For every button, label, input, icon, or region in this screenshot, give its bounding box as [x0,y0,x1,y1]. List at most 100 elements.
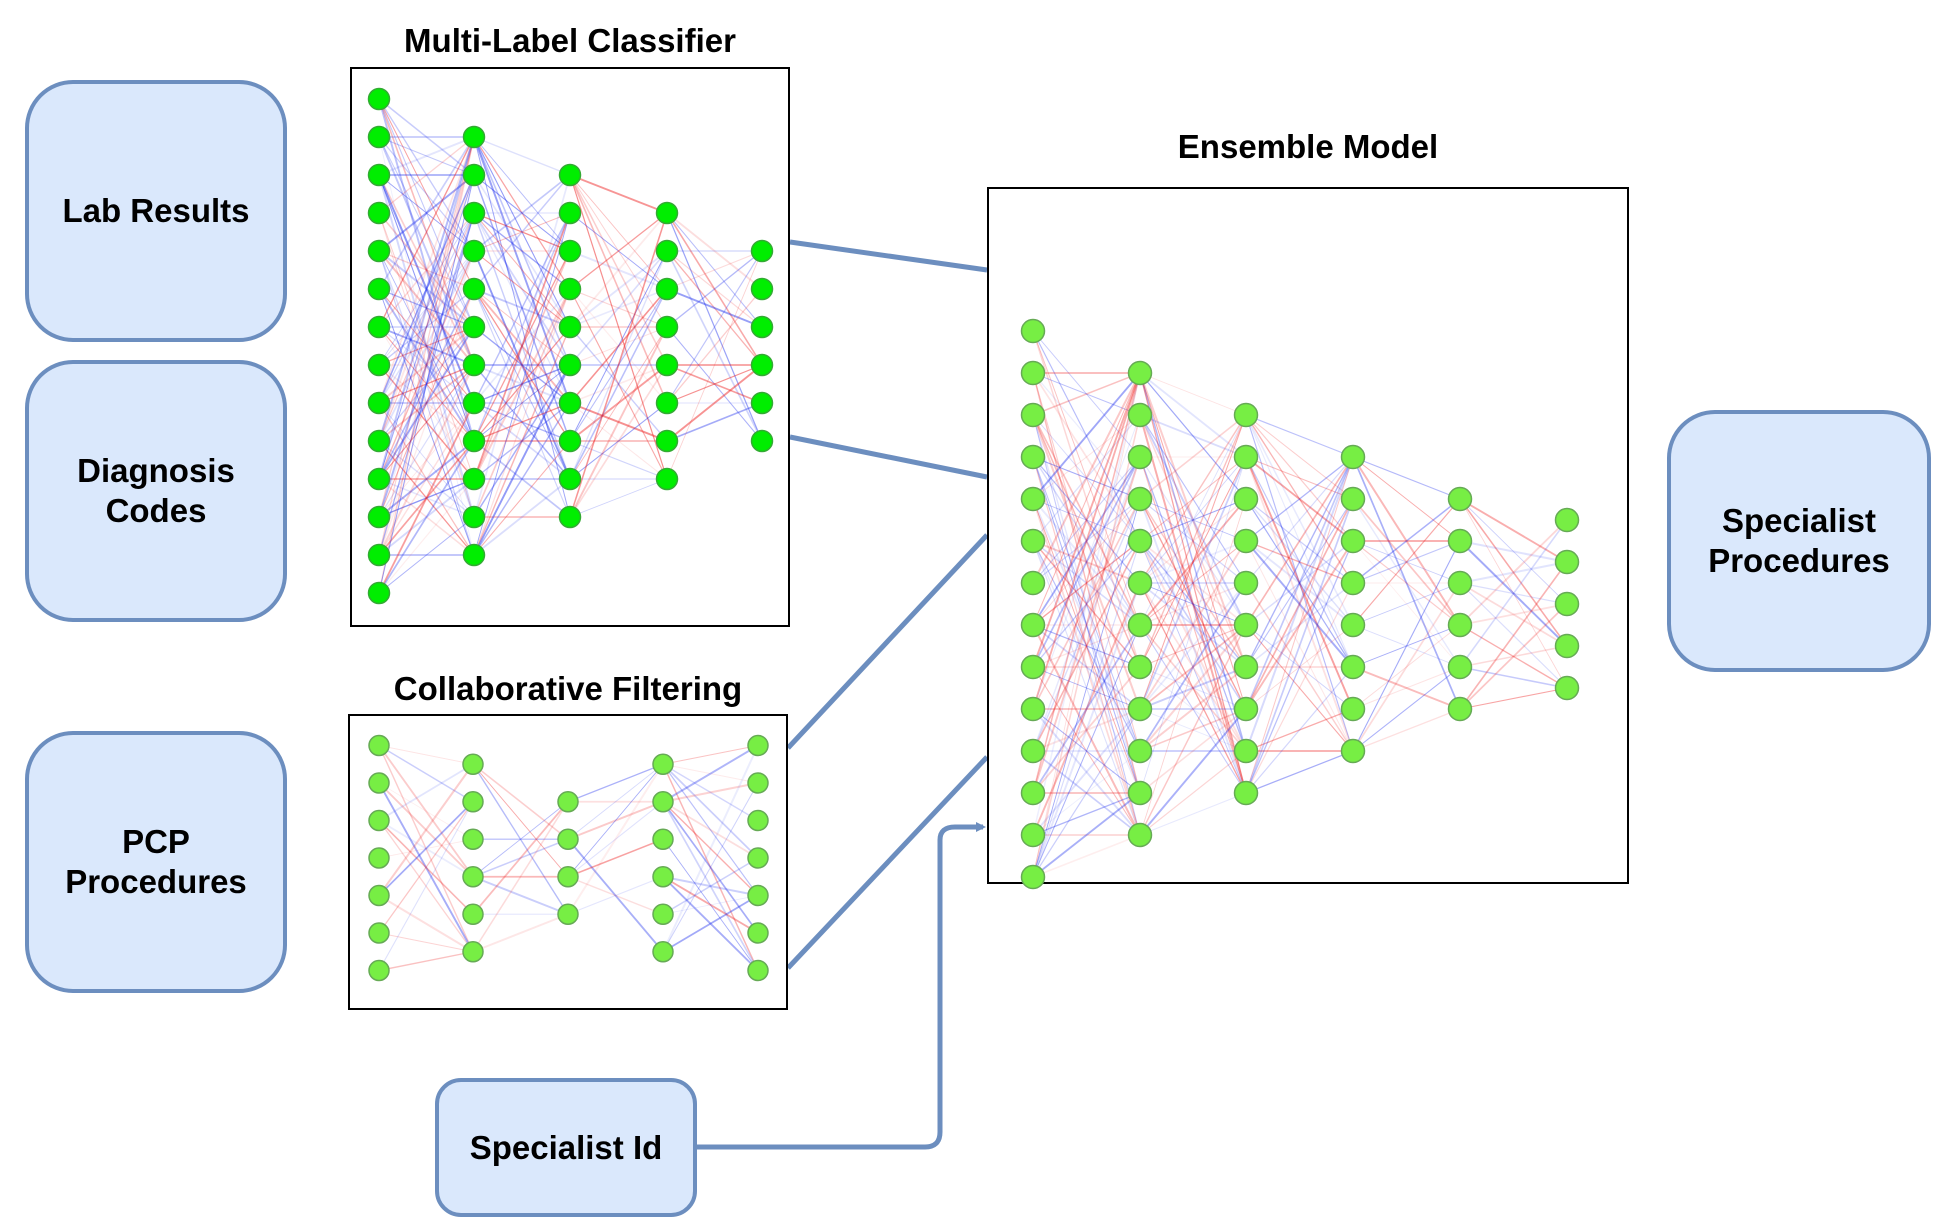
edge [569,174,668,328]
edge [378,174,475,252]
edge [378,364,475,442]
edge [378,763,474,822]
edge [1032,372,1141,710]
edge [378,801,474,971]
edge [1032,498,1141,584]
edge [569,288,668,328]
node-l1-n11 [1127,822,1153,848]
node-l0-n7 [367,353,391,377]
edge [666,212,763,442]
edge [666,212,763,366]
node-l5-n1 [1554,549,1580,575]
edge [569,174,668,480]
edge [1032,498,1141,752]
edge [473,288,571,366]
edge [378,136,475,442]
edge [1032,456,1141,584]
edge [378,98,475,366]
edge [1032,540,1141,836]
edge [378,288,475,442]
edge [378,174,475,594]
ensemble-model-title: Ensemble Model [1177,128,1439,165]
edge [378,744,474,878]
edge [1139,456,1247,710]
edge [662,745,759,953]
edge [1032,624,1141,710]
edge [1459,561,1568,710]
edge [378,212,475,518]
edge [1139,582,1247,626]
node-l3-n2 [655,277,679,301]
edge [1032,372,1141,794]
edge [378,402,475,518]
edge [1459,603,1568,710]
edge [378,174,475,518]
edge [473,174,571,518]
edge [378,516,475,594]
edge [378,745,474,953]
node-l0-n8 [367,391,391,415]
node-l0-n12 [367,543,391,567]
edge [473,478,571,556]
edge [1139,750,1247,836]
specialist-procedures-label: Specialist Procedures [1708,502,1890,579]
node-l2-n1 [558,201,582,225]
edge [1032,834,1141,878]
node-l3-n1 [652,791,674,813]
edge [567,801,664,878]
node-l0-n12 [1020,822,1046,848]
collaborative-filtering-title: Collaborative Filtering [393,670,743,707]
edge [1139,414,1247,626]
node-l0-n0 [1020,318,1046,344]
node-l0-n1 [368,772,390,794]
edge [378,782,474,840]
edge [378,478,475,556]
edge [1032,540,1141,668]
edge [378,288,475,404]
node-l1-n8 [1127,696,1153,722]
edge [1139,498,1247,626]
edge [1352,582,1461,752]
edge [1139,666,1247,710]
edge [569,326,668,480]
node-l1-n1 [1127,402,1153,428]
edge [662,801,759,971]
edge [378,288,475,366]
edge [378,98,475,176]
node-l2-n0 [558,163,582,187]
edge [569,364,668,404]
edge [662,801,759,896]
edge [1245,414,1354,752]
edge [378,894,474,953]
edge [378,250,475,366]
edge [1032,330,1141,458]
edge [1352,666,1461,710]
edge [1139,498,1247,542]
node-l1-n1 [462,163,486,187]
edge [1032,624,1141,836]
edge [1032,540,1141,668]
node-l5-n3 [1554,633,1580,659]
edge [1352,456,1461,500]
edge [1032,498,1141,836]
edge [1032,372,1141,668]
edge [1459,498,1568,563]
edge [569,174,668,404]
node-l0-n1 [1020,360,1046,386]
node-l4-n3 [1447,612,1473,638]
edge [1352,582,1461,626]
edge [1139,456,1247,584]
edge [378,250,475,290]
edge [473,136,571,176]
node-l1-n11 [462,543,486,567]
node-l0-n4 [367,239,391,263]
edge [473,212,571,290]
edge [1139,372,1247,458]
edge [1245,540,1354,752]
edge [378,136,475,176]
edge [1352,624,1461,668]
node-l1-n4 [462,277,486,301]
edge [1139,372,1247,752]
edge [1352,708,1461,752]
edge [1032,456,1141,626]
